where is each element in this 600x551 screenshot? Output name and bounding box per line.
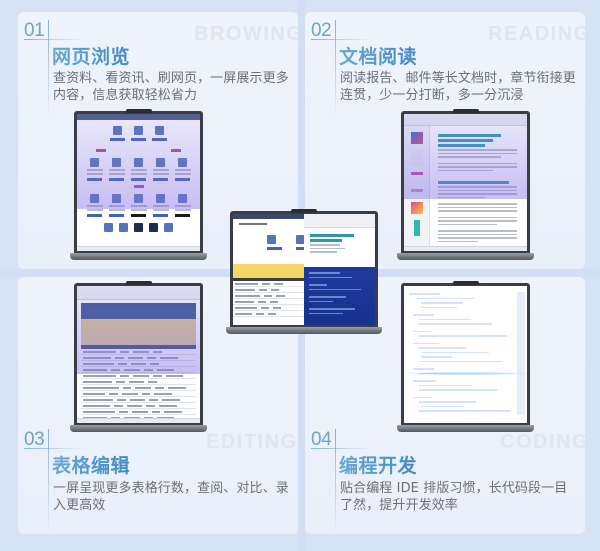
screen-split-view: [233, 214, 375, 325]
laptop-coding: [397, 281, 534, 432]
screen-code-editor: [404, 286, 527, 423]
screen-document-reader: [404, 114, 527, 251]
screen-left-half: [233, 214, 311, 325]
laptop-browsing: [70, 109, 207, 260]
accent-line-vertical: [48, 429, 49, 534]
card-title: 编程开发: [339, 451, 417, 478]
accent-line-vertical: [48, 20, 49, 120]
camera-notch: [125, 109, 152, 113]
accent-line-vertical: [335, 429, 336, 534]
laptop-editing: [70, 281, 207, 432]
laptop-base: [397, 253, 534, 260]
card-coding: CODING 04 编程开发 贴合编程 IDE 排版习惯，长代码段一目了然，提升…: [305, 277, 585, 534]
screen-spreadsheet: [77, 286, 200, 423]
watermark: BROWING: [194, 23, 298, 45]
watermark: CODING: [500, 431, 585, 453]
card-description: 贴合编程 IDE 排版习惯，长代码段一目了然，提升开发效率: [340, 481, 568, 513]
accent-line-vertical: [335, 20, 336, 120]
laptop-center: [226, 209, 382, 334]
laptop-reading: [397, 109, 534, 260]
card-title: 网页浏览: [52, 42, 130, 69]
camera-notch: [125, 281, 152, 285]
screen-right-half: [304, 214, 375, 325]
accent-line-horizontal: [24, 39, 84, 40]
card-number: 03: [24, 429, 45, 450]
camera-notch: [452, 109, 479, 113]
watermark: EDITING: [206, 431, 298, 453]
laptop-base: [226, 327, 382, 334]
accent-line-horizontal: [311, 448, 371, 449]
accent-line-horizontal: [311, 39, 371, 40]
card-number: 04: [311, 429, 332, 450]
card-title: 表格编辑: [52, 451, 130, 478]
screen-web-browser: [77, 114, 200, 251]
watermark: READING: [488, 23, 585, 45]
laptop-base: [70, 253, 207, 260]
card-description: 阅读报告、邮件等长文档时，章节衔接更连贯，少一分打断，多一分沉浸: [340, 71, 576, 103]
camera-notch: [291, 209, 317, 213]
card-description: 一屏呈现更多表格行数，查阅、对比、录入更高效: [53, 481, 289, 513]
card-number: 01: [24, 20, 45, 41]
card-title: 文档阅读: [339, 42, 417, 69]
accent-line-horizontal: [24, 448, 84, 449]
card-description: 查资料、看资讯、刷网页，一屏展示更多内容，信息获取轻松省力: [53, 71, 289, 103]
laptop-base: [397, 425, 534, 432]
laptop-base: [70, 425, 207, 432]
card-number: 02: [311, 20, 332, 41]
camera-notch: [452, 281, 479, 285]
